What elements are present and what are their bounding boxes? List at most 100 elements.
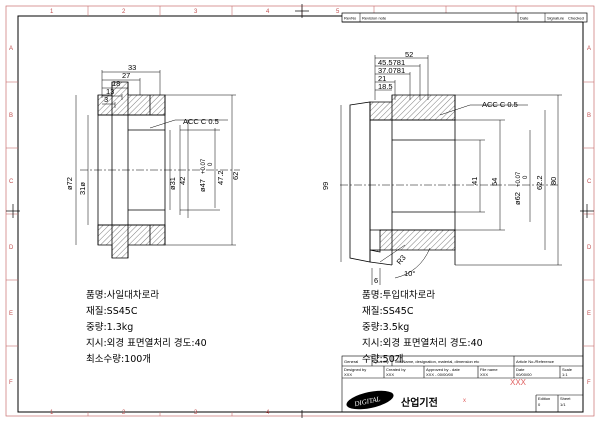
checked-header: Checked (568, 16, 584, 21)
dim-13: 13 (106, 87, 114, 96)
zone-row-f: F (9, 380, 13, 386)
dim-21: 21 (378, 74, 386, 83)
dim-42: 42 (178, 177, 187, 185)
drawing-id: XXX (510, 378, 527, 387)
tb-scale-val: 1:1 (562, 372, 568, 377)
dim-62: 62 (231, 172, 240, 180)
zone-row-b-right: B (587, 113, 591, 119)
zone-col-3: 3 (194, 9, 198, 15)
revision-note-header: Revision note (362, 16, 387, 21)
dim-18-5: 18.5 (378, 82, 393, 91)
title-block (341, 355, 584, 413)
dim-o72: ø72 (65, 177, 74, 190)
tb-edition-val: 0 (538, 402, 541, 407)
dim-31-left: 31ø (78, 182, 87, 195)
dim-54: 54 (490, 178, 499, 186)
tb-date-val: 00/00/00 (516, 372, 532, 377)
tb-file-name: File name (480, 367, 498, 372)
dim-o47-tol-lower: 0 (208, 162, 214, 166)
digital-logo: DIGITAL (346, 390, 394, 410)
dim-33: 33 (128, 63, 136, 72)
tb-created-val: XXX (386, 372, 394, 377)
tb-article-header: Article No./Reference (516, 359, 555, 364)
dim-45-578: 45.5781 (378, 58, 405, 67)
zone-col-2-bottom: 2 (122, 410, 126, 416)
dim-angle-10: 10° (404, 269, 415, 278)
tb-scale-header: Scale (562, 367, 573, 372)
tb-edition-header: Edition (538, 396, 550, 401)
zone-row-a-right: A (587, 46, 591, 52)
part-right-note-quantity: 수량:50개 (362, 354, 404, 365)
part-right-note-name: 품명:투입대차로라 (362, 290, 436, 301)
dim-37-078: 37.0781 (378, 66, 405, 75)
tb-file-val: XXX (480, 372, 488, 377)
dim-27: 27 (122, 71, 130, 80)
dim-o62-tol-upper: +0.07 (516, 171, 522, 187)
zone-col-5: 5 (336, 9, 340, 15)
zone-col-1: 1 (50, 9, 54, 15)
dim-o47-tol-upper: +0.07 (201, 158, 207, 174)
rev-no-header: RevNo (344, 16, 357, 21)
dim-6: 6 (374, 276, 378, 285)
dim-41: 41 (470, 177, 479, 185)
dim-52: 52 (405, 50, 413, 59)
part-left-note-weight: 중량:1.3kg (86, 322, 134, 333)
zone-row-d-right: D (587, 245, 592, 251)
tb-sheet-val: 1/1 (560, 402, 566, 407)
tb-title-header: Title/Name, designation, material, dimen… (394, 359, 479, 364)
zone-col-4: 4 (266, 9, 270, 15)
tb-date-header: Date (516, 367, 525, 372)
dim-80: 80 (549, 177, 558, 185)
zone-row-e-right: E (587, 311, 591, 317)
part-left-drawing: 33 27 18 13 3 ACC C 0.5 ø72 31ø ø31 42 ø… (65, 63, 240, 259)
part-left-notes: 품명:사일대차로라 재질:SS45C 중량:1.3kg 지시:외경 표면열처리 … (86, 288, 207, 368)
chamfer-note-right: ACC C 0.5 (482, 100, 518, 109)
zone-col-4-bottom: 4 (266, 410, 270, 416)
dim-o47: ø47 (198, 179, 207, 192)
dim-3: 3 (104, 95, 108, 104)
tb-designed-by: Designed by (344, 367, 366, 372)
dim-r3: R3 (395, 253, 408, 266)
part-right-notes: 품명:투입대차로라 재질:SS45C 중량:3.5kg 지시:외경 표면열처리 … (362, 288, 483, 368)
part-left-note-quantity: 최소수량:100개 (86, 354, 152, 365)
tb-created-by: Created by (386, 367, 406, 372)
dim-47-2: 47.2 (216, 170, 225, 185)
tb-designed-val: XXX (344, 372, 352, 377)
chamfer-note-left: ACC C 0.5 (183, 117, 219, 126)
tb-approved-val: XXX - 00/00/00 (426, 372, 454, 377)
part-right-note-material: 재질:SS45C (362, 306, 414, 317)
dim-o62-tol-lower: 0 (523, 175, 529, 179)
tb-sheet-header: Sheet (560, 396, 571, 401)
dim-99: 99 (321, 182, 330, 190)
zone-row-b: B (9, 113, 13, 119)
tb-general: General (344, 359, 358, 364)
zone-labels: 1 2 3 4 5 1 2 3 4 A B C D E F A B C D E … (9, 9, 592, 416)
date-header: Date (520, 16, 529, 21)
zone-row-c: C (9, 179, 14, 185)
zone-row-e: E (9, 311, 13, 317)
zone-col-3-bottom: 3 (194, 410, 198, 416)
center-marks (6, 4, 594, 418)
zone-row-d: D (9, 245, 14, 251)
dim-o62: ø62 (513, 192, 522, 205)
dim-18: 18 (112, 79, 120, 88)
part-left-note-name: 품명:사일대차로라 (86, 290, 160, 301)
part-right-drawing: 52 45.5781 37.0781 21 18.5 ACC C 0.5 99 … (321, 50, 562, 285)
part-left-note-instruction: 지시:외경 표면열처리 경도:40 (86, 338, 207, 349)
x-mark: x (463, 398, 466, 404)
revision-table: RevNo Revision note Date Signature Check… (341, 12, 588, 23)
zone-row-c-right: C (587, 179, 592, 185)
signature-header: Signature (547, 16, 565, 21)
part-right-note-weight: 중량:3.5kg (362, 322, 410, 333)
company-name: 산업기전 (401, 398, 438, 409)
zone-col-1-bottom: 1 (50, 410, 54, 416)
tb-quantity: Quantity (374, 359, 389, 364)
zone-col-2: 2 (122, 9, 126, 15)
dim-62-2: 62.2 (535, 175, 544, 190)
part-right-note-instruction: 지시:외경 표면열처리 경도:40 (362, 338, 483, 349)
zone-row-a: A (9, 46, 13, 52)
zone-row-f-right: F (587, 380, 591, 386)
dim-o31: ø31 (168, 177, 177, 190)
part-left-note-material: 재질:SS45C (86, 306, 138, 317)
